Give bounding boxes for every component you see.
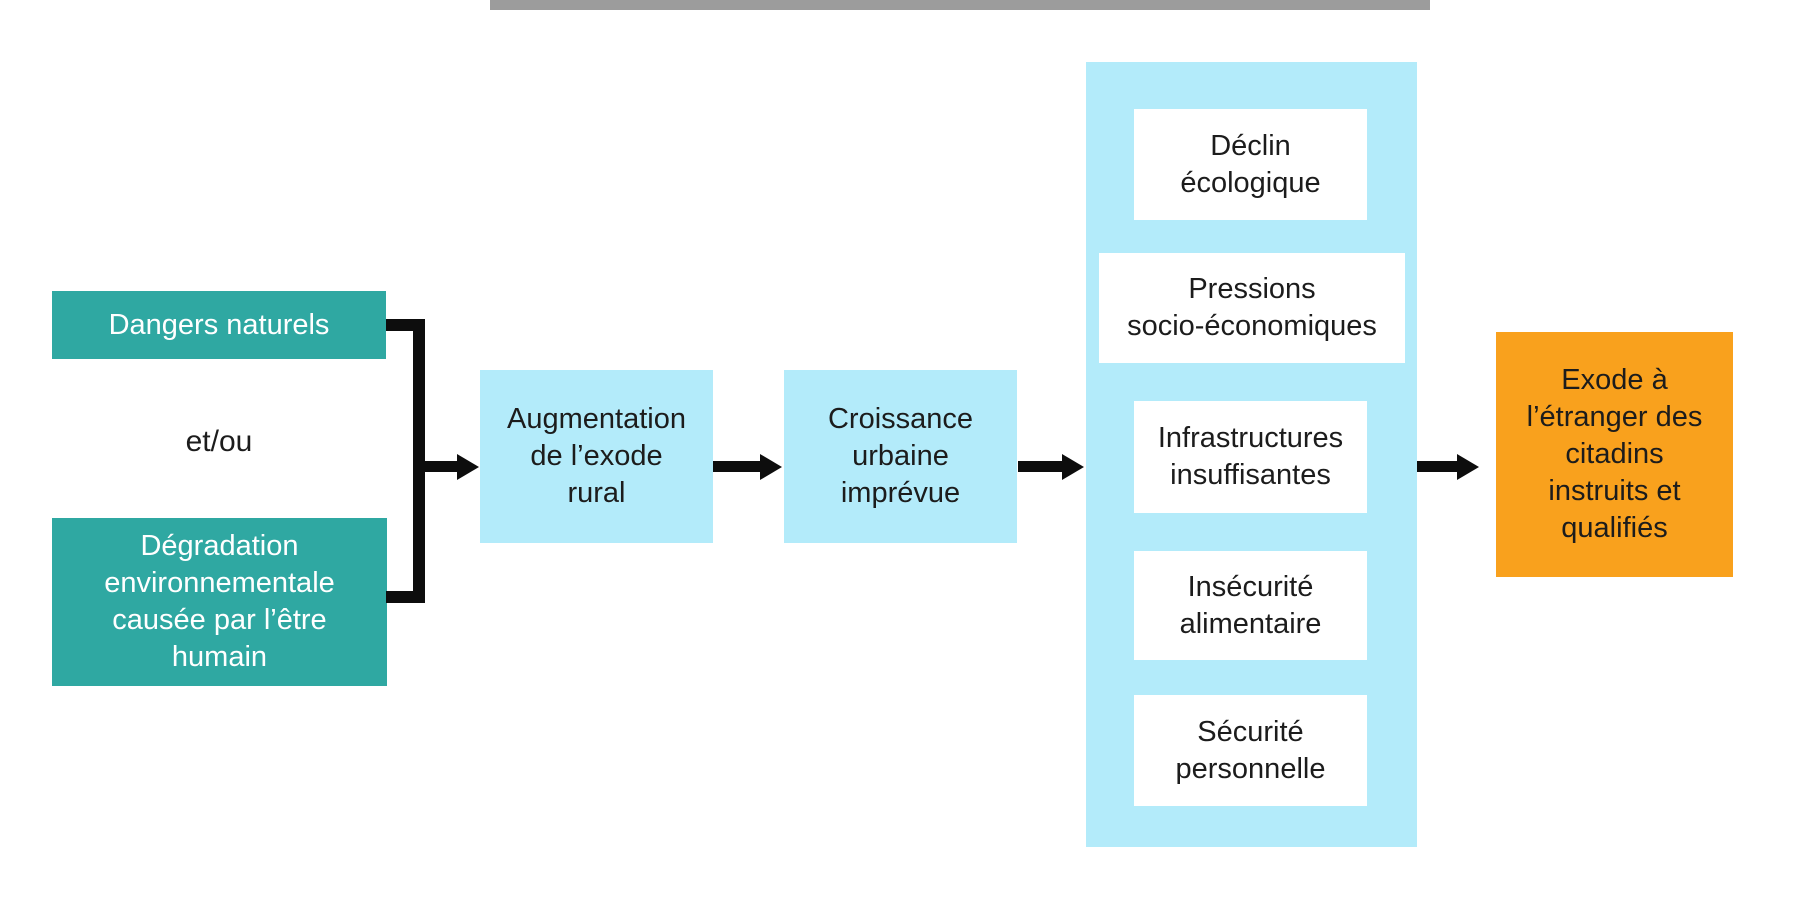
flow-arrow-1 (419, 461, 457, 472)
consequence-box-pressions-socio-economiques: Pressions socio-économiques (1099, 253, 1405, 363)
flow-arrow-4 (1417, 461, 1457, 472)
flow-arrow-2 (713, 461, 760, 472)
consequences-container: Déclin écologique Pressions socio-économ… (1086, 62, 1417, 847)
process-box-exode-rural: Augmentation de l’exode rural (480, 370, 713, 543)
process-box-croissance-urbaine: Croissance urbaine imprévue (784, 370, 1017, 543)
and-or-label: et/ou (185, 424, 253, 458)
consequence-box-insecurite-alimentaire: Insécurité alimentaire (1134, 551, 1367, 660)
flow-arrow-3 (1018, 461, 1062, 472)
consequence-box-declin-ecologique: Déclin écologique (1134, 109, 1367, 220)
consequence-box-securite-personnelle: Sécurité personnelle (1134, 695, 1367, 806)
cause-box-dangers-naturels: Dangers naturels (52, 291, 386, 359)
cause-box-degradation-environnementale: Dégradation environnementale causée par … (52, 518, 387, 686)
consequence-box-infrastructures-insuffisantes: Infrastructures insuffisantes (1134, 401, 1367, 513)
outcome-box-exode-etranger: Exode à l’étranger des citadins instruit… (1496, 332, 1733, 577)
top-edge-artifact (490, 0, 1430, 10)
